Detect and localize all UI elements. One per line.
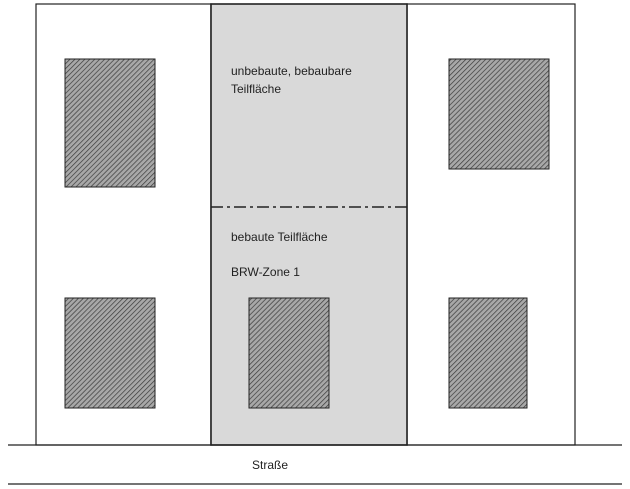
building-right-top bbox=[448, 58, 550, 170]
label-undeveloped-line1: unbebaute, bebaubare bbox=[231, 64, 352, 78]
building-middle-bottom bbox=[248, 297, 330, 409]
building-right-bottom bbox=[448, 297, 528, 409]
label-zone: BRW-Zone 1 bbox=[231, 265, 300, 279]
building-left-top bbox=[64, 58, 156, 188]
label-developed: bebaute Teilfläche bbox=[231, 230, 328, 244]
building-left-bottom bbox=[64, 297, 156, 409]
label-undeveloped-line2: Teilfläche bbox=[231, 82, 281, 96]
middle-parcel bbox=[210, 3, 408, 446]
label-street: Straße bbox=[252, 458, 288, 472]
